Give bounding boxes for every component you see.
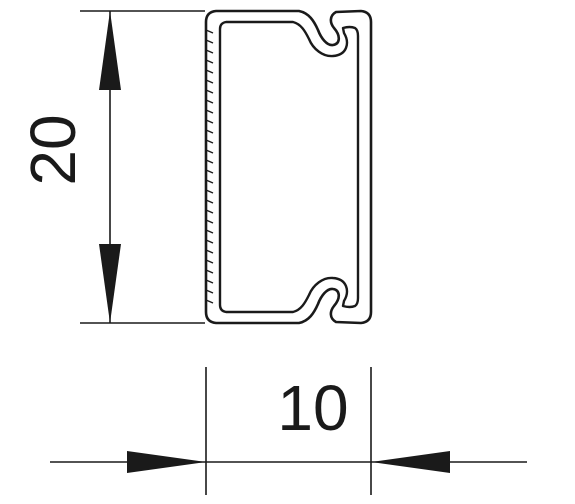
duct-inner-wall bbox=[218, 20, 360, 314]
width-arrow-left bbox=[127, 451, 206, 473]
duct-ribbed-edge bbox=[205, 29, 214, 304]
height-label: 20 bbox=[17, 114, 89, 185]
duct-outer-wall bbox=[204, 9, 373, 325]
width-label: 10 bbox=[277, 372, 348, 444]
width-arrow-right bbox=[371, 451, 450, 473]
height-arrow-top bbox=[99, 11, 121, 90]
height-arrow-bottom bbox=[99, 244, 121, 323]
